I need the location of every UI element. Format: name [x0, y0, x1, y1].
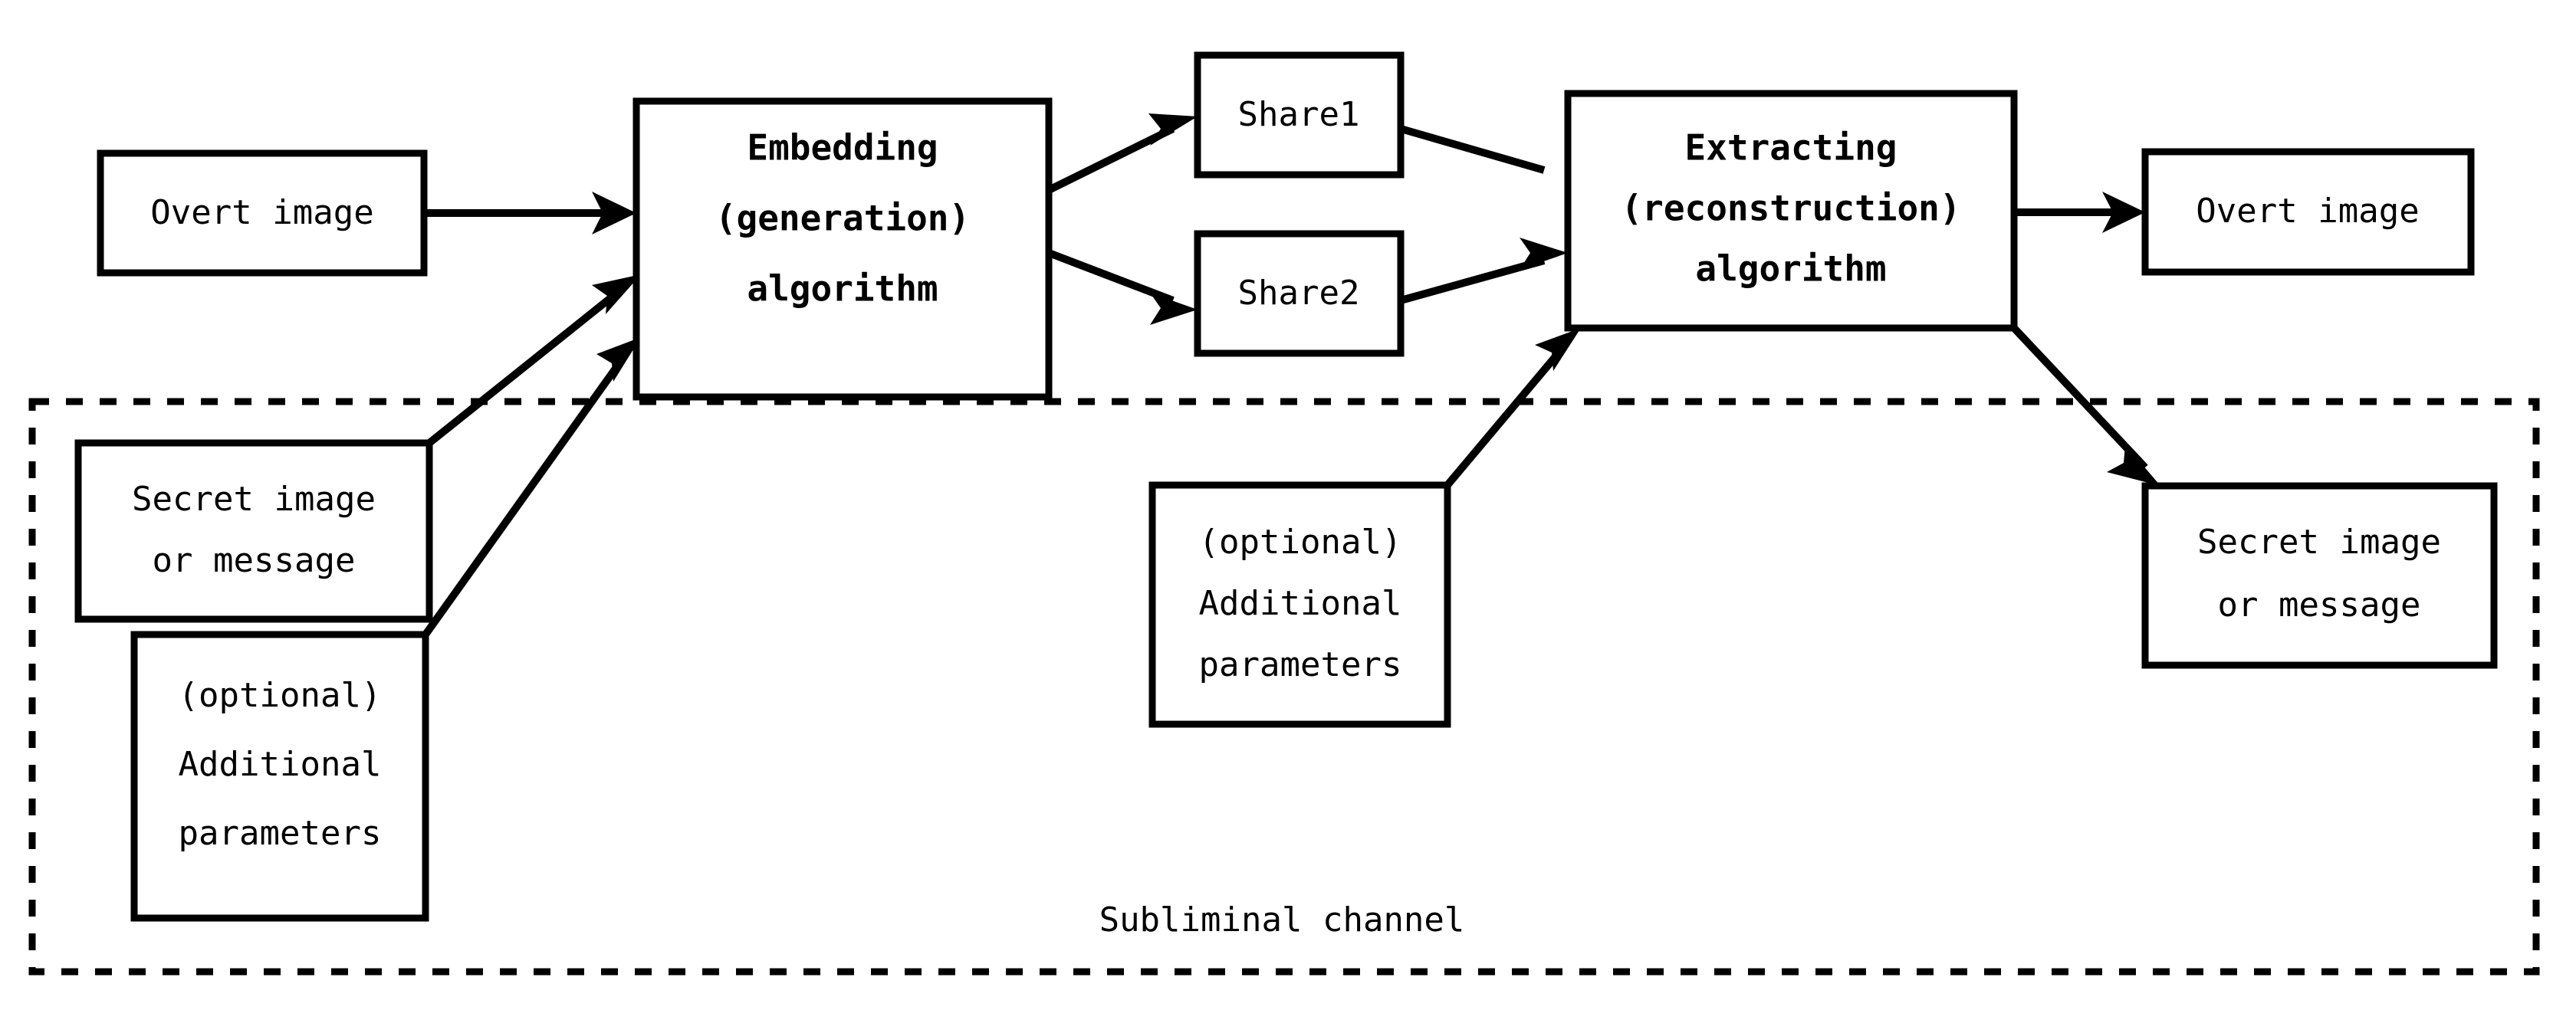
- extracting-algorithm-line3: algorithm: [1695, 248, 1886, 290]
- arrowhead-optional-middle-to-extracting: [1535, 328, 1581, 371]
- arrowhead-extracting-to-overt-out: [2102, 192, 2145, 233]
- optional-params-middle-line2: Additional: [1199, 584, 1402, 623]
- embedding-algorithm-rect: [632, 97, 1053, 401]
- embedding-algorithm-line2: (generation): [715, 198, 970, 239]
- overt-image-input-label: Overt image: [150, 193, 373, 232]
- box-share1: Share1: [1194, 51, 1405, 179]
- optional-params-left-line3: parameters: [179, 814, 382, 853]
- secret-input-rect: [74, 439, 433, 623]
- box-optional-params-left: (optional) Additional parameters: [130, 631, 429, 922]
- extracting-algorithm-line1: Extracting: [1685, 127, 1898, 169]
- secret-input-line1: Secret image: [132, 480, 376, 519]
- edge-share2-to-extracting: [1399, 257, 1546, 304]
- embedding-algorithm-line1: Embedding: [747, 127, 938, 169]
- box-overt-image-output: Overt image: [2141, 148, 2475, 276]
- box-secret-output: Secret image or message: [2141, 482, 2498, 669]
- edge-extracting-to-secret-out: [2011, 325, 2148, 471]
- overt-image-output-rect: [2141, 148, 2475, 276]
- optional-params-left-line1: (optional): [179, 676, 382, 715]
- optional-params-middle-line1: (optional): [1199, 523, 1402, 562]
- arrowhead-embedding-to-share2: [1150, 293, 1198, 325]
- extracting-algorithm-line2: (reconstruction): [1621, 188, 1960, 229]
- optional-params-left-line2: Additional: [179, 745, 382, 784]
- secret-output-rect: [2141, 482, 2498, 669]
- share1-label: Share1: [1238, 95, 1360, 134]
- subliminal-channel-region: [28, 398, 2540, 976]
- box-optional-params-middle: (optional) Additional parameters: [1148, 481, 1451, 728]
- share2-rect: [1194, 230, 1405, 357]
- embedding-algorithm-line3: algorithm: [747, 268, 938, 310]
- edge-optional-middle-to-extracting: [1444, 343, 1567, 488]
- optional-params-middle-line3: parameters: [1199, 645, 1402, 684]
- edge-share1-to-extracting: [1399, 125, 1546, 174]
- box-extracting-algorithm: Extracting (reconstruction) algorithm: [1564, 90, 2018, 332]
- edge-embedding-to-share2: [1047, 249, 1175, 304]
- edge-embedding-to-share1: [1046, 125, 1175, 194]
- arrowhead-extracting-to-secret-out: [2107, 444, 2160, 486]
- arrowhead-optional-left-to-embedding: [596, 337, 641, 382]
- extracting-algorithm-rect: [1564, 90, 2018, 332]
- optional-params-left-rect: [130, 631, 429, 922]
- box-embedding-algorithm: Embedding (generation) algorithm: [632, 97, 1053, 401]
- box-overt-image-input: Overt image: [97, 149, 428, 277]
- secret-output-line2: or message: [2218, 585, 2421, 625]
- edge-secret-to-embedding: [426, 287, 624, 446]
- subliminal-channel-label: Subliminal channel: [1099, 900, 1465, 940]
- optional-params-middle-rect: [1148, 481, 1451, 728]
- overt-image-input-rect: [97, 149, 428, 277]
- overt-image-output-label: Overt image: [2196, 192, 2419, 231]
- secret-output-line1: Secret image: [2197, 523, 2441, 562]
- share1-rect: [1194, 51, 1405, 179]
- box-share2: Share2: [1194, 230, 1405, 357]
- edge-optional-left-to-embedding: [422, 356, 626, 637]
- secret-input-line2: or message: [153, 541, 356, 580]
- arrowhead-embedding-to-share1: [1148, 113, 1198, 146]
- arrowhead-share2-to-extracting: [1520, 238, 1568, 270]
- share2-label: Share2: [1238, 274, 1360, 313]
- arrowhead-secret-to-embedding: [592, 274, 641, 314]
- arrowhead-overt-to-embedding: [592, 192, 636, 235]
- box-secret-input: Secret image or message: [74, 439, 433, 623]
